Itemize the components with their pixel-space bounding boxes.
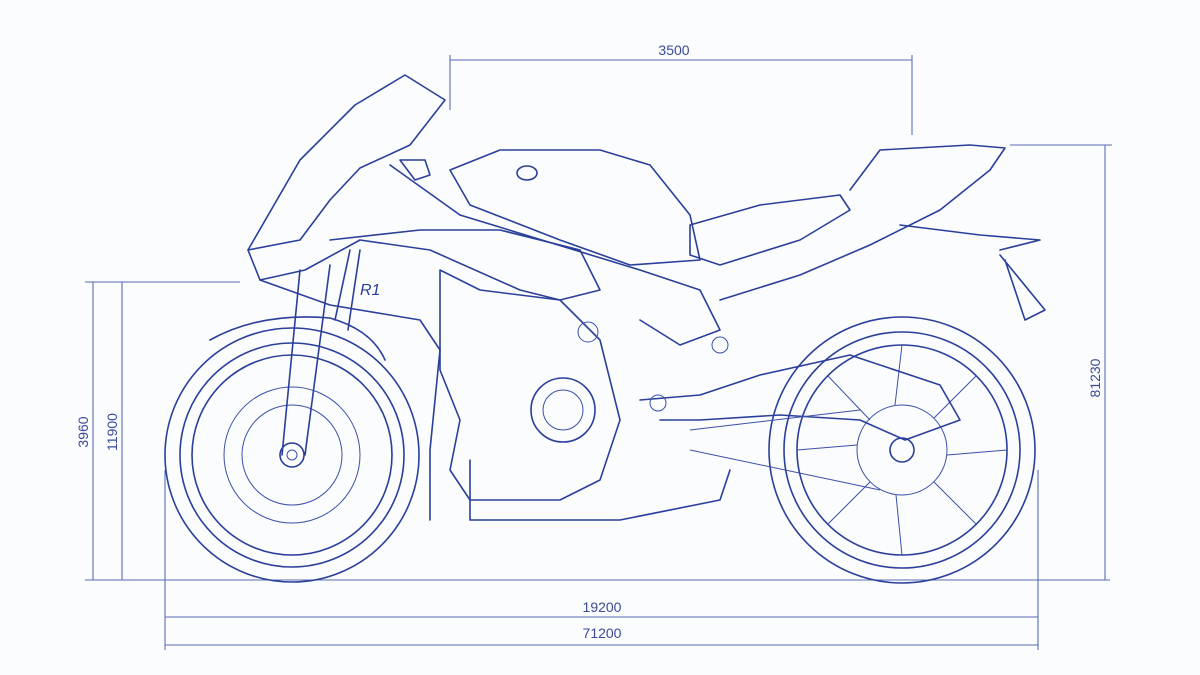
dimension-left-inner-label: 11900	[104, 413, 120, 451]
dimension-bottom: 19200 71200	[164, 470, 1039, 650]
dimension-left-outer-label: 3960	[75, 416, 91, 447]
rear-sprocket	[856, 404, 948, 496]
model-badge: R1	[360, 282, 380, 299]
rear-wheel	[768, 316, 1036, 584]
dimension-top-label: 3500	[658, 42, 689, 58]
dimension-right: 81230	[1010, 144, 1112, 580]
handlebar	[389, 159, 461, 216]
engine	[439, 269, 731, 521]
frame	[459, 214, 961, 491]
dimension-bottom-upper-label: 19200	[583, 599, 622, 615]
dimension-bottom-lower-label: 71200	[583, 625, 622, 641]
dimension-top: 3500	[449, 42, 913, 135]
front-wheel	[164, 327, 420, 583]
front-fairing: R1	[247, 74, 601, 521]
dimension-left: 3960 11900	[75, 281, 1110, 581]
brake-disc	[223, 386, 361, 524]
tail-section	[719, 144, 1046, 321]
seat	[689, 194, 851, 266]
dimension-right-label: 81230	[1087, 358, 1103, 397]
fuel-tank	[449, 149, 701, 266]
front-fork	[209, 249, 386, 456]
